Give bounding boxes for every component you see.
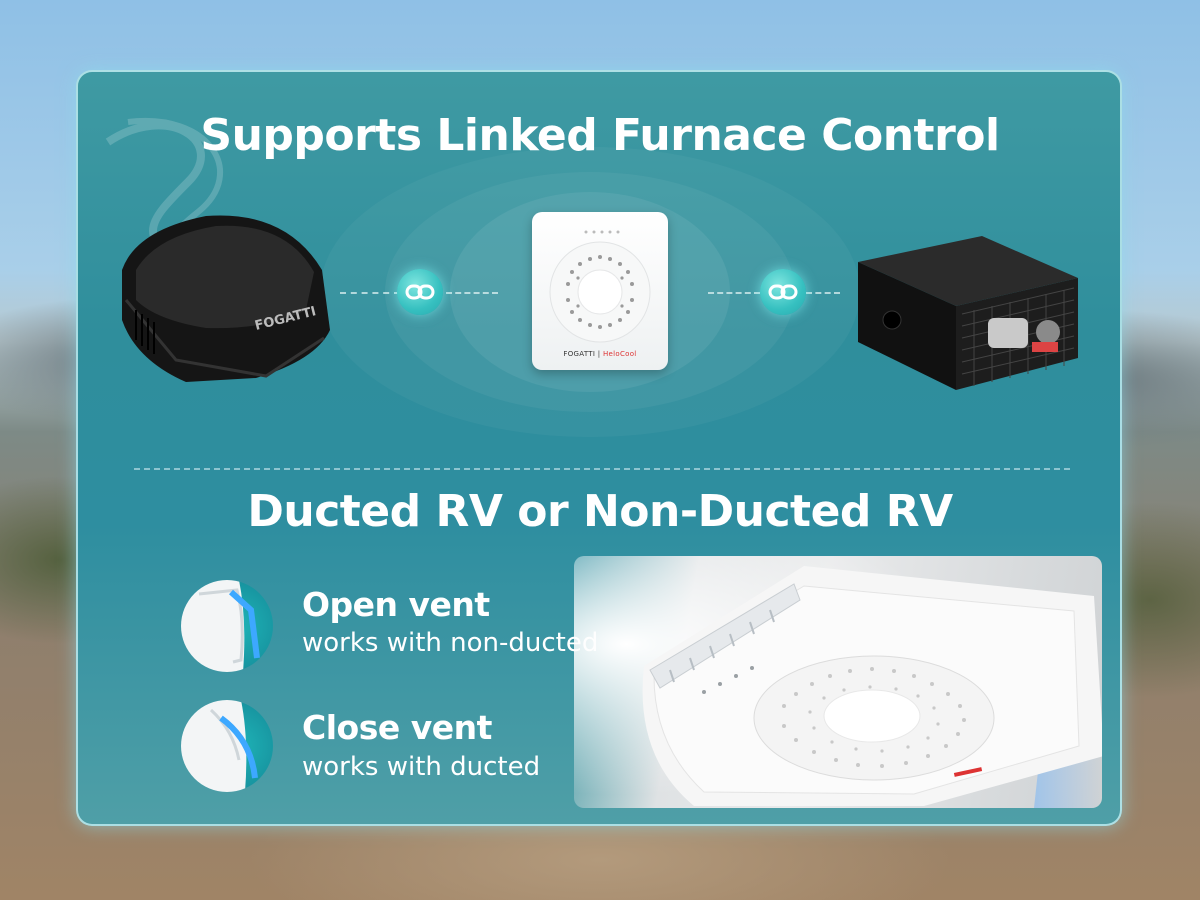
open-vent-subtitle: works with non-ducted (302, 628, 599, 658)
close-vent-icon (181, 700, 273, 792)
link-chain-icon (397, 269, 443, 315)
rooftop-ac-unit-image: FOGATTI (122, 215, 330, 382)
section-divider (134, 468, 1070, 470)
connector-line-left-b (446, 292, 498, 294)
furnace-image (858, 236, 1078, 390)
thermostat-brand: FOGATTI | HeloCool (563, 350, 637, 358)
thermostat-image: FOGATTI | HeloCool (532, 212, 668, 370)
open-vent-title: Open vent (302, 585, 490, 624)
close-vent-subtitle: works with ducted (302, 752, 541, 782)
headline-ducted: Ducted RV or Non-Ducted RV (247, 486, 953, 537)
headline-linked-furnace: Supports Linked Furnace Control (200, 110, 1000, 161)
link-chain-icon (760, 269, 806, 315)
open-vent-icon (181, 580, 273, 672)
connector-line-right-a (708, 292, 760, 294)
connector-line-left-a (340, 292, 400, 294)
ceiling-unit-photo (574, 556, 1102, 808)
connector-line-right-b (806, 292, 840, 294)
close-vent-title: Close vent (302, 708, 492, 747)
